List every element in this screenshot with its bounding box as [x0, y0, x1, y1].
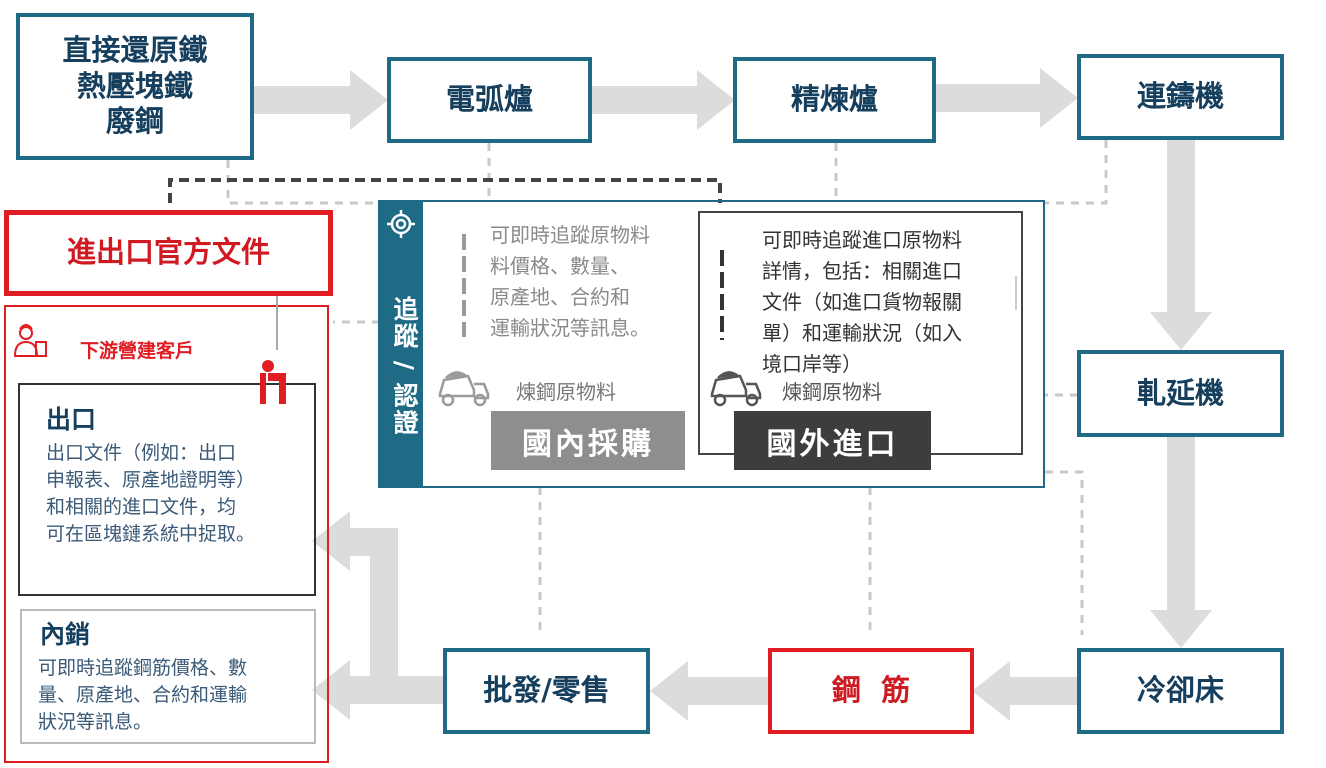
domestic-material-label: 煉鋼原物料: [516, 380, 616, 404]
domestic-subbox-border: [20, 609, 316, 744]
arrow-cooling-to-rebar: [972, 661, 1080, 721]
refining-label: 精煉爐: [790, 82, 878, 117]
arrow-caster-to-rolling: [1150, 140, 1212, 350]
wholesale-label: 批發/零售: [483, 673, 610, 708]
domestic-sales-description: 可即時追蹤鋼筋價格、數 量、原產地、合約和運輸 狀況等訊息。: [38, 657, 248, 733]
arrow-refining-to-caster: [936, 68, 1078, 128]
cooling-box: 冷卻床: [1077, 648, 1284, 734]
arrow-eaf-to-refining: [592, 70, 735, 130]
dash-bracket: [168, 178, 722, 203]
dash-panel-to-cooling: [1045, 470, 1084, 635]
tracking-panel-side-strip: [379, 201, 423, 487]
export-title: 出口: [46, 405, 97, 434]
official-docs-box: 進出口官方文件: [4, 210, 333, 296]
arrow-up-to-export: [312, 511, 398, 676]
arrow-raw-to-eaf: [254, 70, 388, 130]
wholesale-box: 批發/零售: [443, 648, 650, 734]
caster-label: 連鑄機: [1136, 79, 1224, 114]
caster-box: 連鑄機: [1077, 54, 1284, 140]
arrow-rolling-to-cooling: [1150, 437, 1212, 648]
cooling-label: 冷卻床: [1136, 673, 1224, 708]
rolling-label: 軋延機: [1136, 375, 1224, 410]
export-description: 出口文件（例如：出口 申報表、原產地證明等） 和相關的進口文件，均 可在區塊鏈系…: [46, 442, 256, 545]
dump-truck-icon: [710, 371, 762, 407]
domestic-description: 可即時追蹤原物料 料價格、數量、 原產地、合約和 運輸狀況等訊息。: [490, 223, 650, 340]
refining-box: 精煉爐: [733, 57, 936, 143]
arrow-wholesale-to-domestic: [312, 660, 445, 720]
tracking-side-label: 追蹤 / 認證: [390, 295, 419, 437]
rolling-box: 軋延機: [1077, 350, 1284, 437]
flow-arrows: [254, 68, 1212, 721]
raw-materials-box: 直接還原鐵 熱壓塊鐵 廢鋼: [16, 13, 254, 160]
eaf-label: 電弧爐: [445, 82, 533, 117]
dash-caster-to-panel: [1045, 140, 1108, 205]
import-material-label: 煉鋼原物料: [782, 380, 882, 404]
domestic-sales-title: 內銷: [40, 620, 91, 649]
import-description: 可即時追蹤進口原物料 詳情，包括：相關進口 文件（如進口貨物報關 單）和運輸狀況…: [762, 228, 962, 376]
rebar-box: 鋼 筋: [768, 648, 974, 734]
eaf-box: 電弧爐: [387, 57, 592, 143]
rebar-label: 鋼 筋: [831, 673, 911, 708]
dump-truck-icon: [438, 371, 490, 407]
domestic-procurement-label: 國內採購: [491, 411, 685, 470]
official-docs-label: 進出口官方文件: [66, 235, 270, 270]
gear-icon: [387, 210, 415, 238]
raw-materials-label: 直接還原鐵 熱壓塊鐵 廢鋼: [62, 33, 208, 139]
customer-title: 下游營建客戶: [80, 340, 195, 362]
export-subbox-border: [18, 383, 316, 596]
foreign-import-label: 國外進口: [734, 411, 931, 470]
customer-panel-border: [4, 305, 329, 763]
dashed-connectors: [226, 140, 1108, 635]
document-pin-icon: [260, 360, 286, 404]
worker-icon: [13, 324, 47, 357]
arrow-rebar-to-wholesale: [650, 661, 770, 721]
